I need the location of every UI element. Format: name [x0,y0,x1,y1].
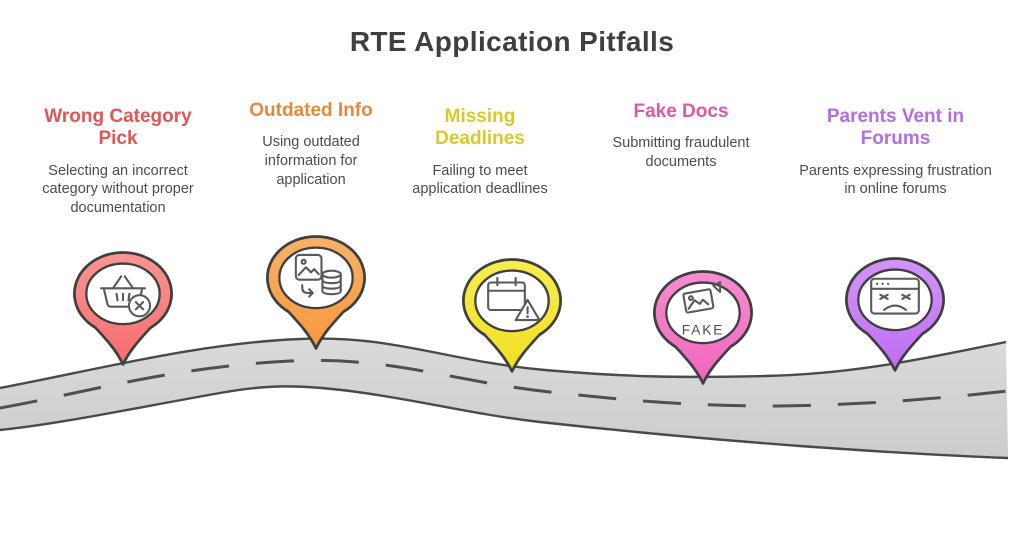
column-wrong-category: Wrong Category Pick Selecting an incorre… [39,106,197,217]
basket-x-icon [99,275,152,318]
road-surface [0,338,1008,458]
fake-label-text: FAKE [682,322,725,337]
column-fake-docs: Fake Docs Submitting fraudulent document… [611,101,751,172]
road-top-edge [0,337,1007,390]
description-outdated-info: Using outdated information for applicati… [262,134,360,188]
image-to-database-icon [294,253,342,298]
heading-parents-vent: Parents Vent in Forums [826,106,965,150]
heading-fake-docs: Fake Docs [633,101,729,122]
pin-missing-deadlines [462,258,562,373]
description-parents-vent: Parents expressing frustration in online… [799,162,992,198]
heading-wrong-category: Wrong Category Pick [44,106,192,150]
description-wrong-category: Selecting an incorrect category without … [42,162,194,216]
column-parents-vent: Parents Vent in Forums Parents expressin… [798,106,993,199]
pin-fake-docs: FAKE [653,270,753,385]
pin-wrong-category [73,251,173,366]
heading-missing-deadlines: Missing Deadlines [435,106,525,150]
description-missing-deadlines: Failing to meet application deadlines [412,162,548,198]
pin-parents-vent [845,257,945,372]
fake-photo-icon: FAKE [682,281,725,337]
column-missing-deadlines: Missing Deadlines Failing to meet applic… [405,106,555,199]
pin-outdated-info [266,235,366,350]
angry-browser-icon [870,277,920,315]
column-outdated-info: Outdated Info Using outdated information… [233,100,389,189]
page-title: RTE Application Pitfalls [349,26,675,57]
calendar-warning-icon [487,276,541,322]
road-center-dashes [0,358,1009,410]
road-bottom-edge [0,385,1009,460]
description-fake-docs: Submitting fraudulent documents [612,135,750,170]
heading-outdated-info: Outdated Info [249,100,373,121]
